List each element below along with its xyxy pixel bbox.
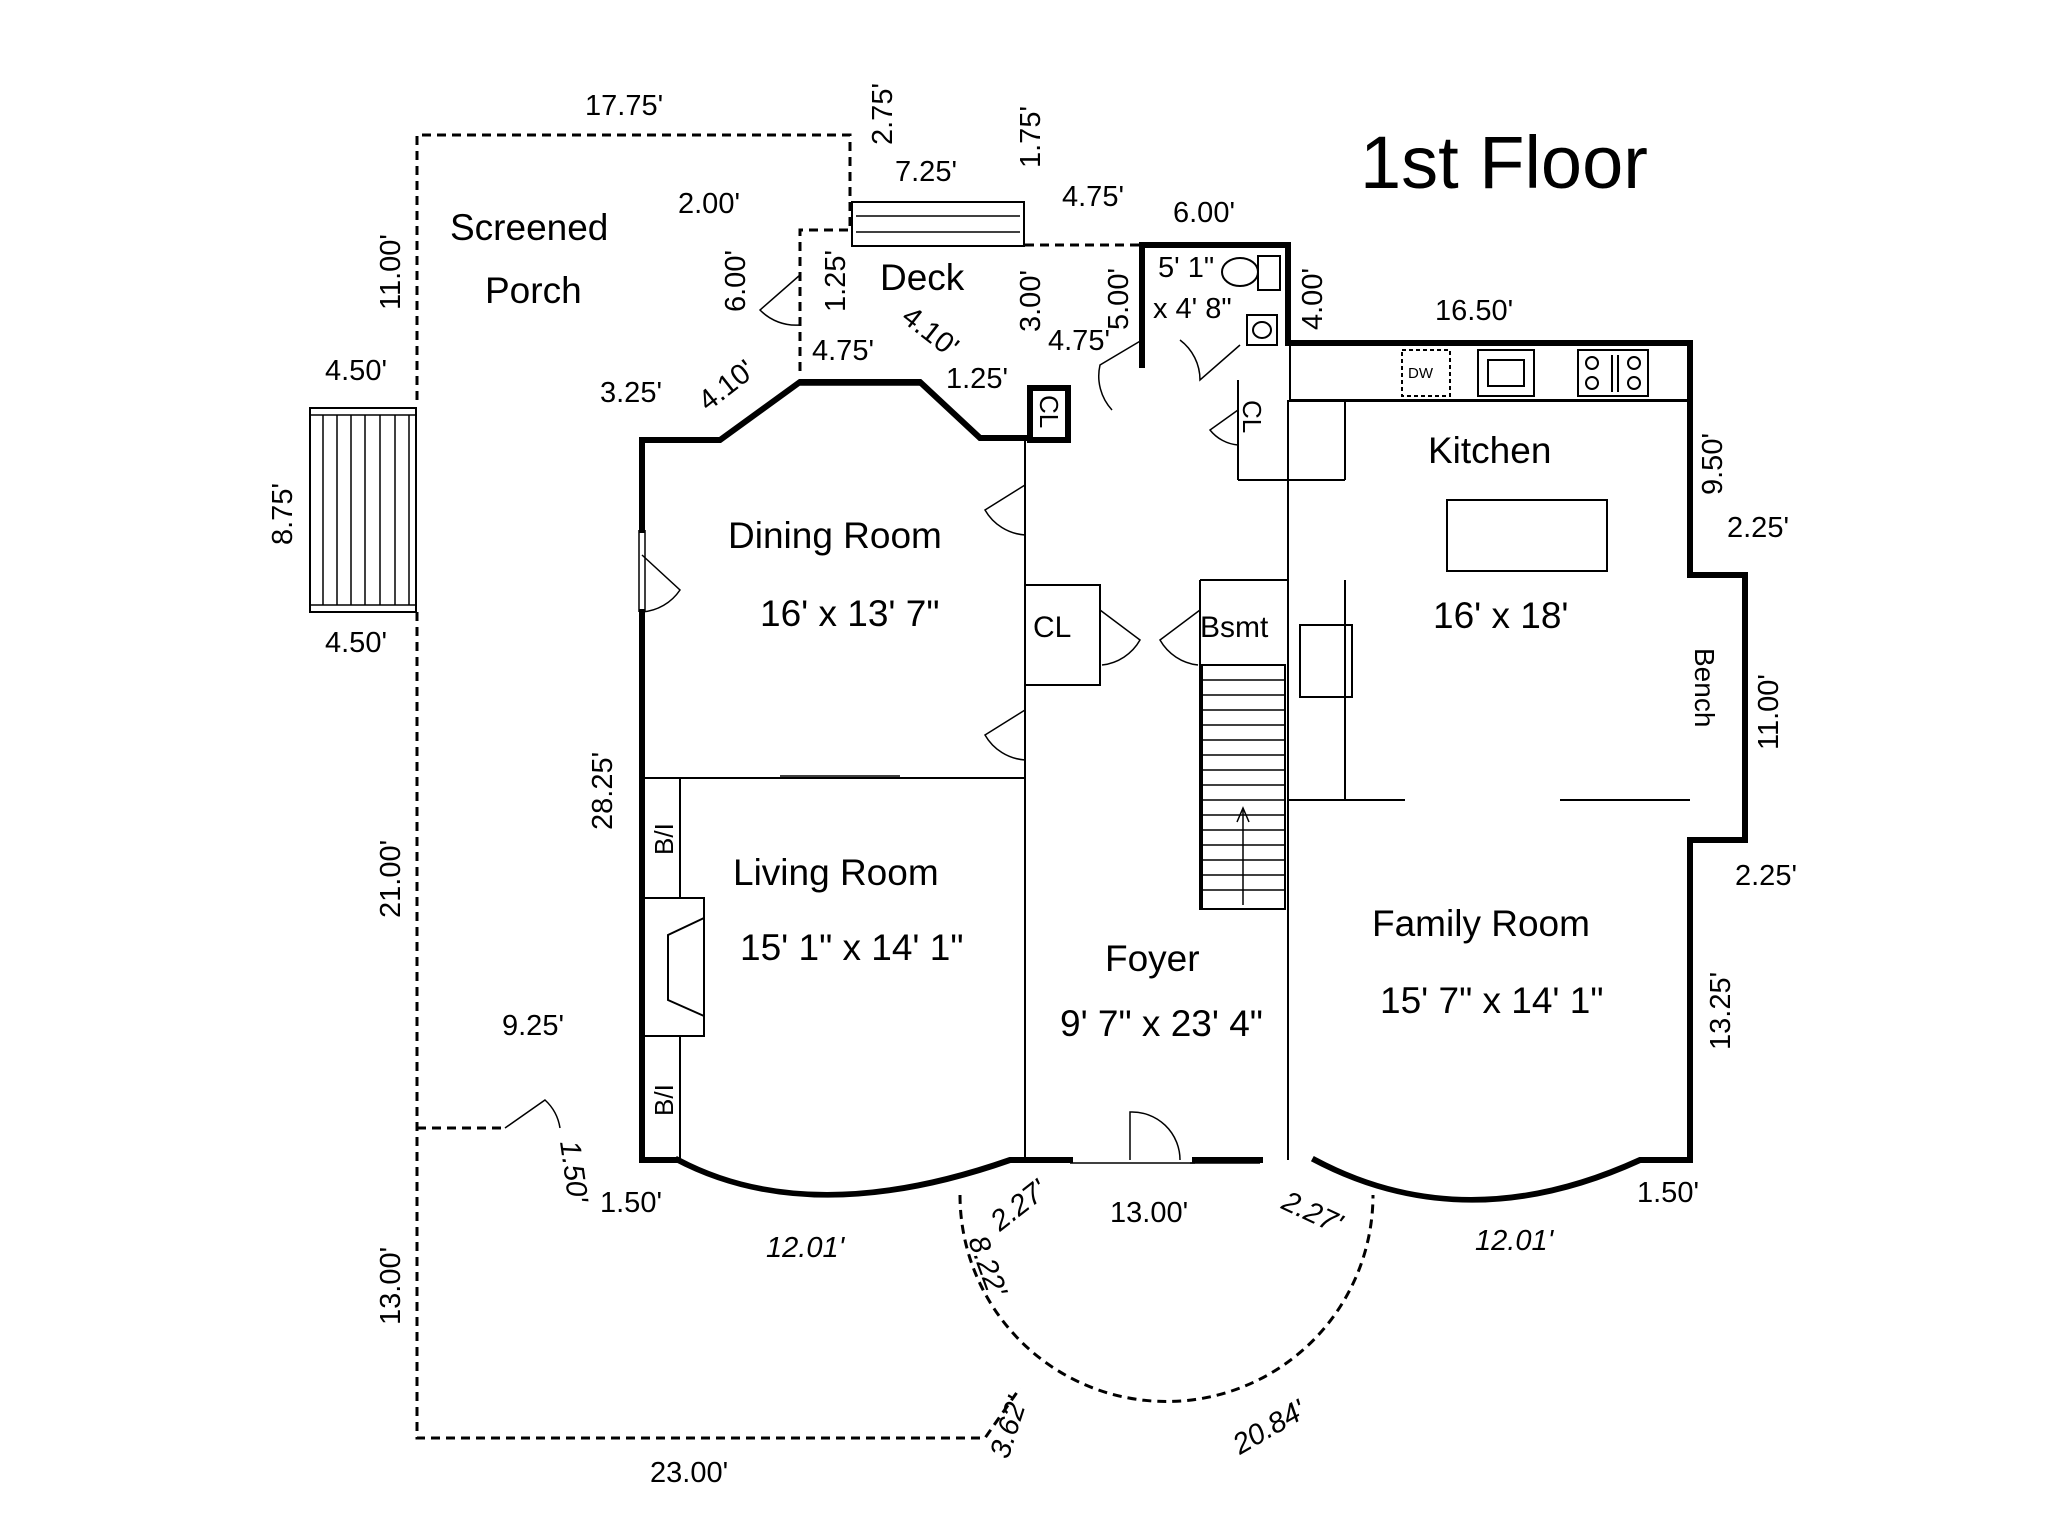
living-room-label: Living Room <box>733 852 939 893</box>
dim-2-27-left: 2.27' <box>984 1173 1054 1238</box>
dim-2-27-right: 2.27' <box>1276 1185 1348 1241</box>
dim-6-00-top: 6.00' <box>1173 197 1235 229</box>
interior-walls <box>642 380 1690 1160</box>
dim-1-25-side: 1.25' <box>820 250 852 312</box>
dim-13-00-mid: 13.00' <box>1110 1197 1188 1229</box>
deck-label: Deck <box>880 257 965 298</box>
dim-11-00-right: 11.00' <box>1753 674 1785 750</box>
screened-porch-outline <box>415 133 1022 1440</box>
bay-arc-outline <box>958 1194 1375 1403</box>
dim-9-25: 9.25' <box>502 1010 564 1042</box>
dim-9-50: 9.50' <box>1697 433 1729 495</box>
dim-17-75: 17.75' <box>585 90 663 122</box>
closet-label-right: CL <box>1237 400 1267 433</box>
dim-5-00: 5.00' <box>1103 268 1135 330</box>
exterior-walls <box>639 242 1748 1203</box>
dim-3-25: 3.25' <box>600 377 662 409</box>
dim-2-25-top: 2.25' <box>1727 512 1789 544</box>
dim-4-10-left: 4.10' <box>693 354 762 417</box>
bath-dim-1: 5' 1" <box>1158 252 1214 284</box>
built-in-label-bottom: B/I <box>649 1084 679 1116</box>
dim-8-22: 8.22' <box>961 1231 1013 1302</box>
kitchen-counters <box>1289 342 1691 698</box>
dim-13-25: 13.25' <box>1705 972 1737 1050</box>
dim-2-00: 2.00' <box>678 188 740 220</box>
dim-16-50: 16.50' <box>1435 295 1513 327</box>
bath-dim-2: x 4' 8" <box>1153 293 1232 325</box>
dim-4-10-right: 4.10' <box>896 300 965 363</box>
deck-bench <box>851 201 1025 247</box>
dim-2-25-bottom: 2.25' <box>1735 860 1797 892</box>
dim-3-62: 3.62' <box>984 1392 1034 1462</box>
dim-3-00: 3.00' <box>1015 270 1047 332</box>
dim-20-84: 20.84' <box>1227 1394 1313 1462</box>
dim-12-01-right: 12.01' <box>1475 1225 1555 1257</box>
built-in-label-top: B/I <box>649 823 679 855</box>
bench-label: Bench <box>1689 648 1720 727</box>
family-room-size: 15' 7" x 14' 1" <box>1380 980 1603 1021</box>
doors <box>504 274 1241 1161</box>
dim-23-00: 23.00' <box>650 1457 728 1489</box>
kitchen-size: 16' x 18' <box>1433 595 1569 636</box>
screened-porch-label-1: Screened <box>450 207 608 248</box>
dim-28-25: 28.25' <box>587 752 619 830</box>
dim-4-75-mid: 4.75' <box>812 335 874 367</box>
screened-porch-label-2: Porch <box>485 270 582 311</box>
dim-4-75-top: 4.75' <box>1062 181 1124 213</box>
dim-1-50-door: 1.50' <box>553 1139 594 1206</box>
dishwasher-label: DW <box>1408 365 1434 382</box>
dim-12-01-left: 12.01' <box>766 1232 846 1264</box>
dining-room-label: Dining Room <box>728 515 942 556</box>
dim-4-50-bottom: 4.50' <box>325 627 387 659</box>
dim-4-50-top: 4.50' <box>325 355 387 387</box>
family-room-label: Family Room <box>1372 903 1590 944</box>
dim-4-75-right: 4.75' <box>1048 325 1110 357</box>
dim-2-75: 2.75' <box>867 83 899 145</box>
dim-11-00-left: 11.00' <box>375 234 407 310</box>
kitchen-label: Kitchen <box>1428 430 1551 471</box>
dim-1-50-left: 1.50' <box>600 1187 662 1219</box>
basement-label: Bsmt <box>1200 611 1269 644</box>
bath-fixtures <box>1221 255 1281 346</box>
closet-label-top: CL <box>1034 395 1064 428</box>
windows <box>638 384 1746 1164</box>
dim-13-00-left: 13.00' <box>375 1247 407 1325</box>
dim-8-75: 8.75' <box>267 483 299 545</box>
dim-7-25: 7.25' <box>895 156 957 188</box>
dim-1-50-right: 1.50' <box>1637 1177 1699 1209</box>
dim-1-25-mid: 1.25' <box>946 363 1008 395</box>
dim-21-00: 21.00' <box>375 840 407 918</box>
dim-4-00: 4.00' <box>1297 268 1329 330</box>
dim-1-75: 1.75' <box>1015 106 1047 168</box>
foyer-label: Foyer <box>1105 938 1200 979</box>
plan-title: 1st Floor <box>1360 121 1648 204</box>
foyer-size: 9' 7" x 23' 4" <box>1060 1003 1263 1044</box>
living-room-size: 15' 1" x 14' 1" <box>740 927 963 968</box>
staircase <box>1201 664 1286 910</box>
dining-room-size: 16' x 13' 7" <box>760 593 940 634</box>
dim-6-00-side: 6.00' <box>720 250 752 312</box>
fireplace <box>641 778 705 1160</box>
closet-label-mid: CL <box>1033 611 1071 644</box>
porch-steps <box>309 407 417 613</box>
